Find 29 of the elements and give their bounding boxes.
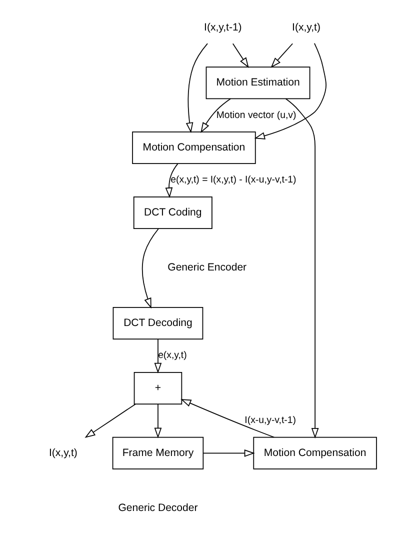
node-box: DCT Coding xyxy=(133,196,212,229)
node-box: Motion Compensation xyxy=(132,132,256,164)
node-box: Frame Memory xyxy=(112,436,204,470)
node-box: DCT Decoding xyxy=(112,307,204,340)
node-text: I(x,y,t) xyxy=(292,21,321,34)
node-text: I(x,y,t) xyxy=(48,446,78,459)
node-box: Motion Estimation xyxy=(206,66,310,100)
arrow xyxy=(84,404,136,438)
edge-label: I(x-u,y-v,t-1) xyxy=(244,415,296,426)
label: Generic Encoder xyxy=(168,262,247,274)
edge-label: e(x,y,t) = I(x,y,t) - I(x-u,y-v,t-1) xyxy=(170,174,296,186)
arrow xyxy=(180,399,275,438)
arrow xyxy=(270,43,294,68)
arrow xyxy=(202,449,255,457)
node-box: Motion Compensation xyxy=(253,436,377,470)
arrow xyxy=(186,43,208,134)
arrow xyxy=(200,98,231,133)
edge-label: Motion vector (u,v) xyxy=(216,110,296,121)
node-box: + xyxy=(134,372,182,404)
arrow xyxy=(232,43,249,68)
arrow xyxy=(254,42,326,140)
arrow xyxy=(154,338,162,374)
label: Generic Decoder xyxy=(118,502,198,514)
edge-label: e(x,y,t) xyxy=(158,350,187,362)
arrow xyxy=(285,98,319,439)
arrow xyxy=(165,163,178,198)
arrow xyxy=(142,228,159,309)
arrow xyxy=(154,404,162,438)
node-text: I(x,y,t-1) xyxy=(204,21,242,34)
